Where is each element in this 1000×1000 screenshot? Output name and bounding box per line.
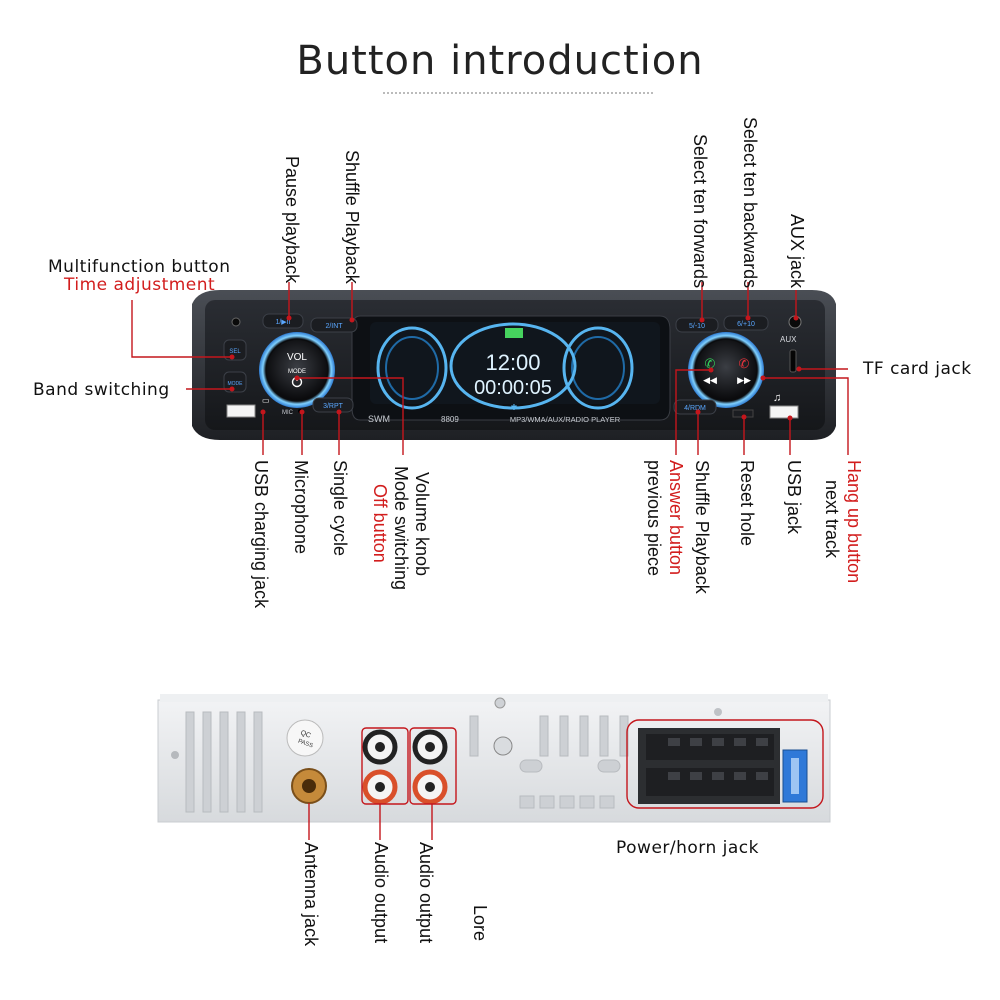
title-underline — [383, 92, 653, 94]
power-connector-box — [626, 719, 824, 809]
leader-volume-knob — [297, 377, 404, 455]
right-gauge — [562, 326, 634, 410]
page-title: Button introduction — [296, 38, 704, 84]
brand-label: SWM — [368, 414, 390, 424]
svg-text:6/+10: 6/+10 — [737, 321, 755, 328]
button-4-rdm[interactable]: 4/RDM — [673, 399, 717, 415]
label-power-horn-jack: Power/horn jack — [616, 838, 760, 858]
label-single-cycle: Single cycle — [330, 460, 350, 557]
leader-dots — [229, 315, 802, 421]
left-gauge — [376, 326, 448, 410]
button-2-int[interactable]: 2/INT — [310, 317, 358, 333]
label-mode-switching: Mode switching — [391, 466, 411, 591]
label-volume-knob: Volume knob — [412, 472, 432, 577]
label-usb-jack: USB jack — [784, 460, 804, 535]
rear-leader-lines — [308, 719, 824, 840]
leader-hang-up — [763, 377, 849, 455]
label-shuffle-playback-bottom: Shuffle Playback — [692, 460, 712, 594]
label-audio-output-1: Audio output — [371, 842, 391, 944]
button-1-pause[interactable]: 1/▶II — [262, 313, 304, 329]
svg-text:5/-10: 5/-10 — [689, 323, 705, 330]
label-pause-playback: Pause playback — [282, 156, 302, 284]
label-time-adjustment: Time adjustment — [64, 275, 216, 295]
label-band-switching: Band switching — [33, 380, 170, 400]
label-next-track: next track — [822, 480, 842, 559]
qc-pass-sticker — [286, 719, 324, 757]
phone-answer-icon: ✆ — [705, 356, 716, 371]
svg-text:4/RDM: 4/RDM — [684, 405, 706, 412]
display-counter: 00:00:05 — [474, 377, 552, 399]
label-antenna-jack: Antenna jack — [301, 842, 321, 947]
label-shuffle-playback-top: Shuffle Playback — [342, 150, 362, 284]
label-off-button: Off button — [370, 484, 390, 563]
rca-jacks[interactable] — [362, 729, 448, 805]
left-hole — [231, 317, 241, 327]
button-mode[interactable]: MODE — [223, 371, 247, 393]
vol-label: VOL — [287, 352, 307, 363]
usb-port[interactable] — [769, 405, 799, 419]
tf-card-slot[interactable] — [789, 349, 797, 373]
button-6-plus10[interactable]: 6/+10 — [723, 315, 769, 331]
label-select-ten-forwards: Select ten forwards — [690, 134, 710, 289]
battery-charge-icon: ▭ — [262, 396, 270, 405]
svg-text:PASS: PASS — [297, 739, 314, 750]
label-microphone: Microphone — [291, 460, 311, 555]
label-multifunction: Multifunction button — [48, 257, 231, 277]
front-leader-lines — [131, 282, 849, 455]
model-label: 8809 — [441, 415, 459, 424]
label-audio-output-2: Audio output — [416, 842, 436, 944]
display-clock: 12:00 — [485, 350, 540, 375]
button-3-rpt[interactable]: 3/RPT — [312, 397, 354, 413]
rca-box-2 — [409, 727, 457, 805]
label-select-ten-backwards: Select ten backwards — [740, 117, 760, 289]
previous-track-icon: ◀◀ — [703, 375, 717, 385]
music-note-icon: ♫ — [773, 392, 781, 404]
radio-rear-chassis: QC PASS — [157, 694, 831, 823]
aux-label: AUX — [780, 335, 797, 344]
svg-text:QC: QC — [299, 730, 311, 740]
label-aux-jack: AUX jack — [787, 214, 807, 289]
usb-charging-port[interactable] — [226, 404, 256, 418]
next-track-icon: ▶▶ — [737, 375, 751, 385]
rca-box-1 — [361, 727, 409, 805]
label-hang-up-button: Hang up button — [844, 460, 864, 584]
leader-answer — [675, 369, 711, 455]
mode-label: MODE — [288, 369, 306, 375]
button-5-minus10[interactable]: 5/-10 — [675, 317, 719, 333]
svg-text:3/RPT: 3/RPT — [323, 403, 344, 410]
svg-text:2/INT: 2/INT — [325, 323, 343, 330]
radio-front-panel: 12:00 00:00:05 ✱ SWM 8809 MP3/WMA/AUX/RA… — [192, 290, 836, 440]
button-sel[interactable]: SEL — [223, 339, 247, 361]
power-horn-connector[interactable] — [638, 728, 808, 804]
label-previous-piece: previous piece — [644, 460, 664, 577]
phone-hangup-icon: ✆ — [739, 356, 750, 371]
mic-label: MIC — [282, 410, 294, 416]
label-reset-hole: Reset hole — [737, 460, 757, 547]
svg-text:MODE: MODE — [228, 381, 244, 387]
svg-text:1/▶II: 1/▶II — [275, 319, 290, 326]
battery-icon — [505, 328, 523, 338]
leader-multifunction — [131, 300, 232, 358]
bluetooth-icon: ✱ — [511, 403, 518, 412]
player-caption: MP3/WMA/AUX/RADIO PLAYER — [510, 415, 621, 424]
label-tf-card-jack: TF card jack — [863, 359, 972, 379]
svg-text:SEL: SEL — [229, 349, 241, 355]
label-answer-button: Answer button — [666, 460, 686, 576]
label-lore: Lore — [470, 905, 490, 942]
label-usb-charging-jack: USB charging jack — [251, 460, 271, 609]
